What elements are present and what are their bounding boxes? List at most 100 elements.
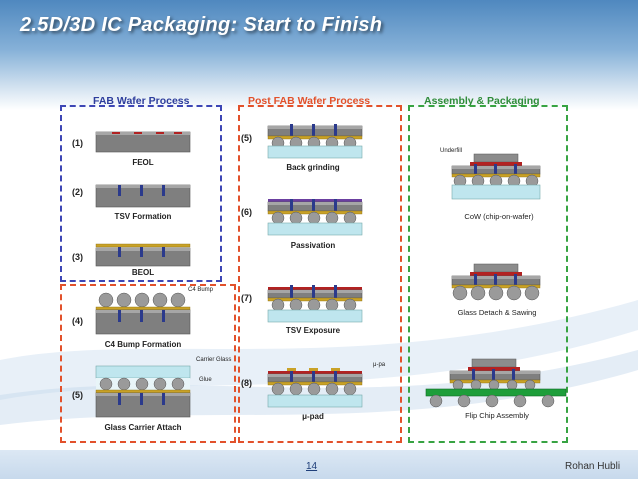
solder-bump (343, 211, 357, 225)
tsv-via (140, 310, 143, 322)
diagram-passivation (267, 199, 363, 236)
solder-bump (153, 377, 167, 391)
diagram-glass-detach (451, 263, 541, 301)
tsv-via (492, 369, 495, 380)
micro-pad (331, 368, 340, 371)
glass-carrier (267, 145, 363, 159)
step-label-beol: BEOL (131, 268, 155, 277)
tsv-via (494, 164, 497, 174)
device-region (112, 132, 120, 134)
step-label-tsv-formation: TSV Formation (114, 212, 172, 221)
diagram-c4-bump (95, 292, 191, 335)
solder-bump (485, 394, 499, 408)
step-number: (5) (241, 133, 252, 143)
solder-bump (289, 382, 303, 396)
solder-bump (452, 285, 468, 301)
solder-bump (116, 292, 132, 308)
solder-bump (325, 211, 339, 225)
step-number: (1) (72, 138, 83, 148)
solder-bump (271, 382, 285, 396)
assembly-section-box (408, 105, 568, 443)
diagram-tsv-formation (95, 184, 191, 208)
step-label-glass-carrier: Glass Carrier Attach (104, 423, 182, 432)
slide-footer (0, 450, 638, 479)
tsv-via (290, 285, 293, 298)
annotation-u-pad: μ-pa (373, 362, 386, 368)
step-label-flip-chip: Flip Chip Assembly (465, 411, 529, 420)
step-label-glass-detach: Glass Detach & Sawing (457, 308, 537, 317)
tsv-via (312, 199, 315, 211)
diagram-back-grinding (267, 124, 363, 159)
glass-carrier (267, 309, 363, 323)
solder-bump (488, 379, 500, 391)
solder-bump (429, 394, 443, 408)
tsv-via (514, 274, 517, 285)
tsv-via (514, 164, 517, 174)
tsv-via (162, 185, 165, 196)
page-number: 14 (306, 461, 318, 472)
device-region (174, 132, 182, 134)
annotation-carrier-glass: Carrier Glass (196, 357, 232, 363)
solder-bump (457, 394, 471, 408)
author-name: Rohan Hubli (565, 461, 621, 472)
micro-pad (309, 368, 318, 371)
solder-bump (134, 292, 150, 308)
assembly-section-header: Assembly & Packaging (424, 95, 540, 107)
device-region (156, 132, 164, 134)
solder-bump (343, 298, 357, 312)
tsv-via (474, 164, 477, 174)
solder-bump (99, 377, 113, 391)
metal-layer (95, 243, 191, 248)
solder-bump (135, 377, 149, 391)
solder-bump (170, 292, 186, 308)
step-label-cow: CoW (chip-on-wafer) (464, 212, 534, 221)
fab-continuation-box (60, 284, 236, 443)
micro-pad (287, 368, 296, 371)
tsv-via (290, 124, 293, 136)
post-fab-section-header: Post FAB Wafer Process (248, 95, 371, 107)
solder-bump (524, 285, 540, 301)
top-die (473, 153, 519, 163)
top-die (471, 358, 517, 368)
tsv-via (140, 393, 143, 405)
tsv-via (140, 185, 143, 196)
tsv-via (118, 393, 121, 405)
top-die (473, 263, 519, 273)
solder-bump (506, 379, 518, 391)
solder-bump (541, 394, 555, 408)
solder-bump (117, 377, 131, 391)
metal-layer (95, 389, 191, 394)
step-label-back-grinding: Back grinding (286, 163, 340, 172)
tsv-via (474, 274, 477, 285)
solder-bump (307, 382, 321, 396)
diagram-glass-carrier (95, 365, 191, 418)
wafer-highlight (96, 132, 190, 135)
glass-carrier (451, 184, 541, 200)
tsv-via (312, 371, 315, 382)
glass-carrier (267, 394, 363, 408)
solder-bump (513, 394, 527, 408)
annotation-c4-bump: C4 Bump (188, 287, 214, 293)
step-number: (7) (241, 293, 252, 303)
tsv-via (290, 371, 293, 382)
package-substrate (425, 388, 567, 397)
solder-bump (343, 382, 357, 396)
tsv-via (162, 310, 165, 322)
solder-bump (98, 292, 114, 308)
step-label-c4-bump: C4 Bump Formation (104, 340, 182, 349)
step-label-feol: FEOL (132, 158, 154, 167)
tsv-via (118, 247, 121, 257)
step-number: (4) (72, 316, 83, 326)
tsv-via (162, 393, 165, 405)
tsv-via (312, 285, 315, 298)
tsv-via (472, 369, 475, 380)
solder-bump (506, 285, 522, 301)
solder-bump (325, 382, 339, 396)
solder-bump (171, 377, 185, 391)
step-label-passivation: Passivation (290, 241, 336, 250)
tsv-via (118, 310, 121, 322)
solder-bump (307, 298, 321, 312)
glass-carrier (95, 365, 191, 379)
diagram-cow (451, 153, 541, 200)
device-region (134, 132, 142, 134)
